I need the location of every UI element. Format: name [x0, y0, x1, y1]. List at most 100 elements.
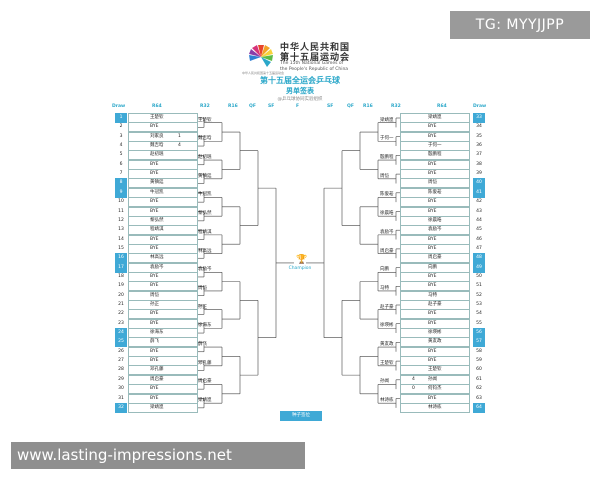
player-name: BYE — [150, 199, 159, 205]
player-name: BYE — [428, 133, 437, 139]
draw-number: 20 — [118, 292, 124, 298]
draw-number: 25 — [115, 337, 127, 348]
draw-number: 13 — [118, 227, 124, 233]
draw-number: 35 — [476, 133, 482, 139]
player-name: BYE — [150, 386, 159, 392]
col-header-left: R16 — [228, 104, 238, 109]
r32-name: 赵子豪 — [380, 304, 394, 310]
draw-number: 10 — [118, 199, 124, 205]
match-score: 4 — [412, 376, 415, 382]
draw-number: 31 — [118, 395, 124, 401]
player-name: BYE — [428, 320, 437, 326]
draw-number: 9 — [115, 187, 127, 198]
player-name: 王楚钦 — [428, 367, 442, 373]
draw-number: 34 — [476, 124, 482, 130]
title-cn-line2: 第十五届运动会 — [280, 53, 351, 63]
title-cn-line1: 中华人民共和国 — [280, 43, 351, 53]
col-header-left: QF — [249, 104, 256, 109]
player-name: 牛冠凯 — [150, 189, 164, 195]
champion-label: Champion — [288, 266, 312, 271]
draw-number: 58 — [476, 348, 482, 354]
draw-number: 5 — [119, 152, 123, 158]
draw-number: 33 — [473, 113, 485, 123]
col-header-right: QF — [347, 104, 354, 109]
draw-number: 30 — [118, 386, 124, 392]
player-name: 孙正 — [150, 302, 159, 307]
player-name: 陈俊菘 — [428, 189, 442, 195]
draw-number: 26 — [118, 348, 124, 354]
player-name: 何钧杰 — [428, 386, 442, 392]
player-name: BYE — [150, 283, 159, 289]
r32-name: 袁励岑 — [198, 267, 212, 273]
player-name: BYE — [150, 236, 159, 242]
player-name: 林高远 — [150, 255, 164, 261]
player-name: 殷鹏程 — [428, 152, 442, 158]
player-name: 向鹏 — [428, 264, 437, 270]
draw-number: 45 — [476, 227, 482, 233]
player-name: BYE — [150, 273, 159, 279]
player-name: 袁励岑 — [428, 227, 442, 233]
logo-caption: 中华人民共和国第十五届运动会 — [241, 71, 284, 75]
draw-number: 32 — [115, 402, 127, 413]
col-header-right: Draw — [473, 104, 487, 109]
r32-name: 周恺 — [198, 285, 207, 291]
player-name: 徐海东 — [150, 330, 164, 336]
draw-number: 29 — [118, 376, 124, 382]
player-name: BYE — [150, 208, 159, 214]
r32-name: 黎弘然 — [198, 211, 212, 217]
match-score: 1 — [178, 133, 181, 139]
draw-number: 7 — [119, 171, 123, 177]
player-name: BYE — [150, 395, 159, 401]
r32-name: 王楚钦 — [198, 117, 212, 123]
player-name: 梁靖崑 — [150, 404, 164, 410]
r32-name: 向鹏 — [380, 267, 389, 273]
player-name: 王楚钦 — [150, 115, 164, 120]
col-header-right: SF — [327, 104, 334, 109]
player-name: 于何一 — [428, 143, 442, 149]
player-name: BYE — [428, 358, 437, 364]
player-name: BYE — [428, 124, 437, 130]
r32-name: 马特 — [380, 285, 389, 291]
col-header-right: R32 — [391, 104, 401, 109]
draw-number: 60 — [476, 367, 482, 373]
player-name: BYE — [428, 199, 437, 205]
draw-number: 44 — [476, 217, 482, 223]
player-name: BYE — [428, 395, 437, 401]
col-header-left: R32 — [200, 104, 210, 109]
draw-number: 6 — [119, 161, 123, 167]
player-name: 魏吉晗 — [150, 143, 164, 149]
draw-number: 48 — [473, 253, 485, 264]
draw-number: 27 — [118, 358, 124, 364]
r32-name: 林高远 — [198, 248, 212, 254]
draw-number: 46 — [476, 236, 482, 242]
draw-number: 3 — [119, 133, 123, 139]
draw-number: 62 — [476, 386, 482, 392]
player-name: BYE — [150, 311, 159, 317]
player-name: 刘家良 — [150, 133, 164, 139]
draw-number: 63 — [476, 395, 482, 401]
organizer-note: @乒乓球协同实验组织 — [277, 97, 323, 102]
watermark-bottom: www.lasting-impressions.net — [11, 442, 305, 469]
trophy-icon: 🏆 — [296, 255, 308, 265]
player-name: BYE — [428, 208, 437, 214]
r32-name: 魏吉晗 — [198, 136, 212, 142]
draw-number: 42 — [476, 199, 482, 205]
draw-number: 18 — [118, 273, 124, 279]
r32-name: 周启豪 — [198, 379, 212, 385]
draw-number: 36 — [476, 143, 482, 149]
player-name: 赵初珉 — [150, 152, 164, 158]
col-header-left: F — [296, 104, 300, 109]
draw-number: 24 — [115, 328, 127, 339]
draw-number: 50 — [476, 273, 482, 279]
draw-number: 15 — [118, 245, 124, 251]
draw-number: 56 — [473, 328, 485, 339]
player-name: 程靖淇 — [150, 227, 164, 233]
r32-name: 林诗栋 — [380, 398, 394, 404]
player-name: 赵子豪 — [428, 302, 442, 307]
r32-name: 孙闻 — [380, 379, 389, 385]
r32-name: 徐晨皓 — [380, 211, 394, 217]
player-name: BYE — [428, 273, 437, 279]
player-name: BYE — [428, 171, 437, 177]
draw-number: 49 — [473, 262, 485, 273]
draw-number: 17 — [115, 262, 127, 273]
